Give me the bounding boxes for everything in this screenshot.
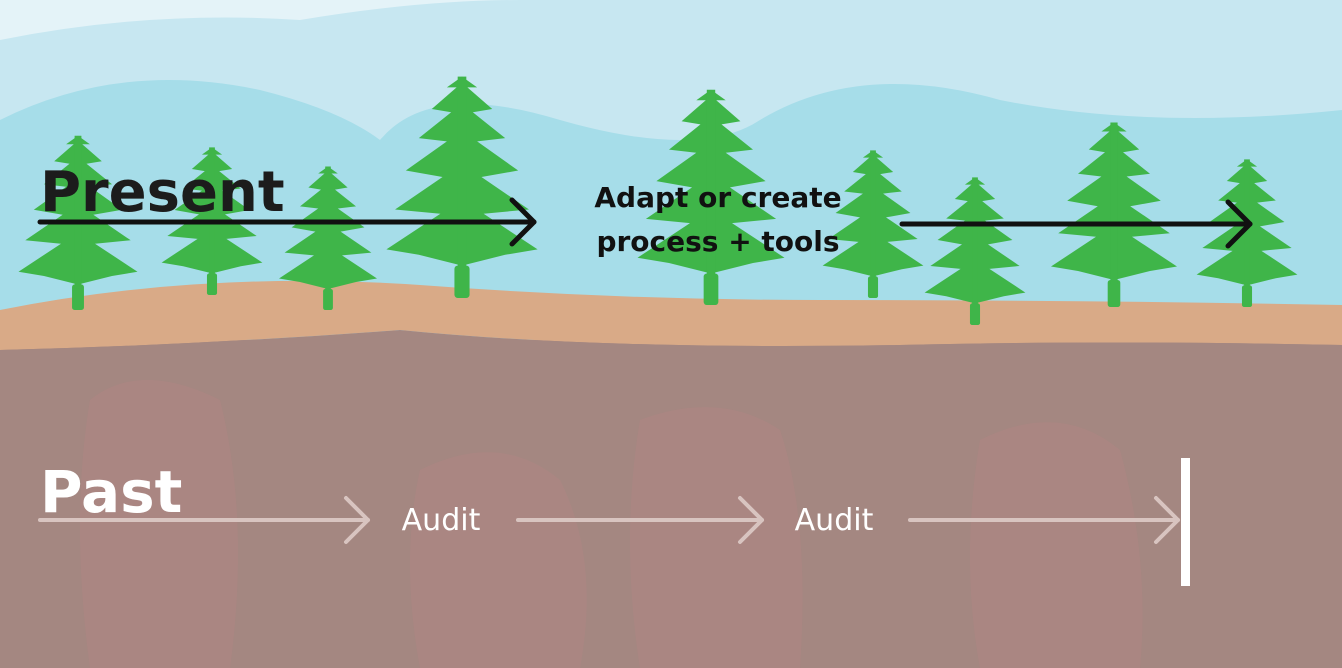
cloud (0, 0, 520, 40)
past-arrow-2 (516, 496, 764, 544)
present-step-label-line1: Adapt or create (594, 181, 841, 214)
end-marker-icon (1181, 458, 1190, 586)
past-label: Past (40, 458, 182, 526)
earth (0, 330, 1342, 668)
earth-texture (80, 380, 1143, 668)
past-step-label-2: Audit (795, 503, 874, 538)
past-step-label-1: Audit (402, 503, 481, 538)
past-arrow-3 (908, 496, 1180, 544)
present-arrow-2 (899, 199, 1253, 249)
present-step-label-line2: process + tools (596, 225, 839, 258)
past-arrow-1 (38, 496, 370, 544)
present-arrow-1 (37, 197, 537, 247)
ground (0, 280, 1342, 350)
present-label: Present (40, 160, 285, 225)
